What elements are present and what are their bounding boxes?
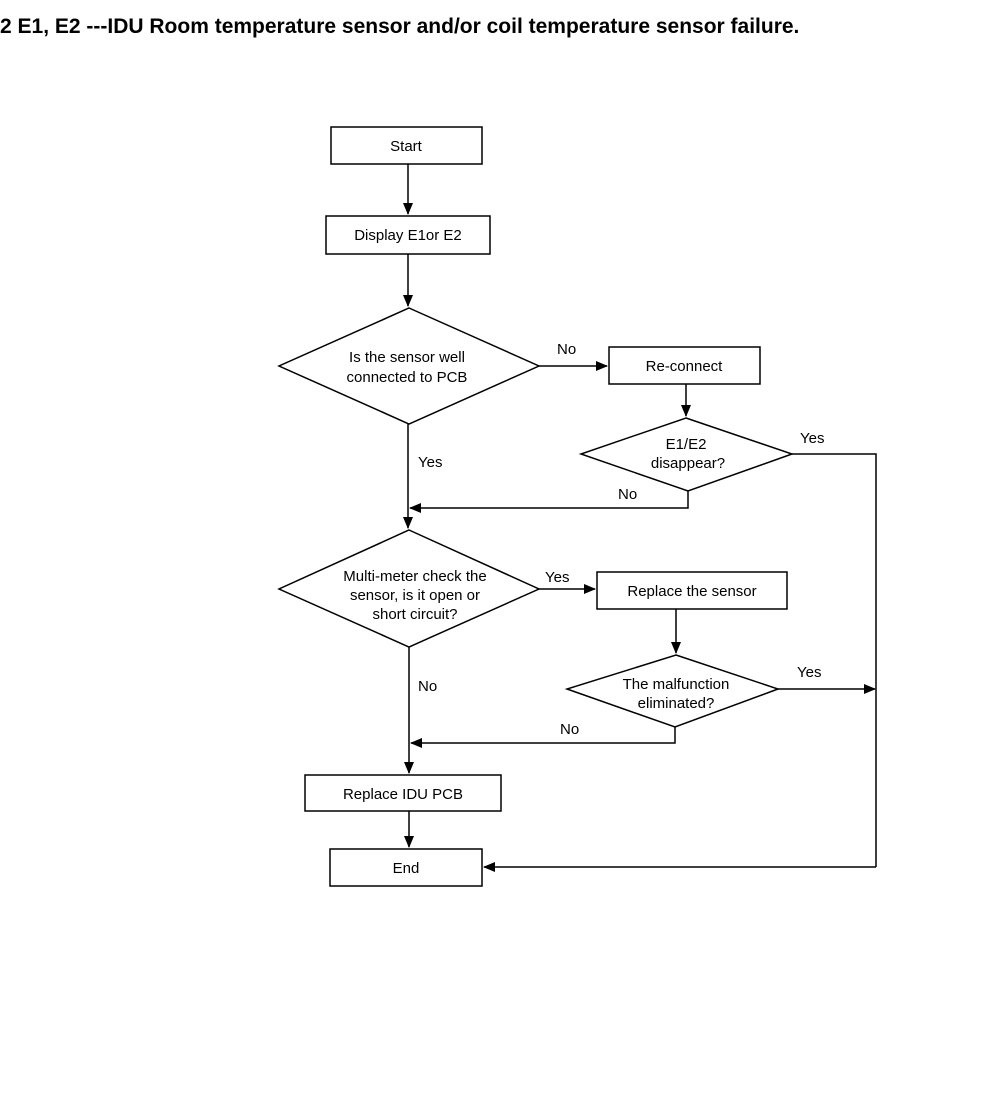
decision-malfunction-line1: The malfunction (623, 676, 730, 693)
label-no-eliminated: No (560, 721, 579, 738)
node-start: Start (330, 126, 483, 165)
label-no-disappear: No (618, 486, 637, 503)
decision-sensor-connected-line2: connected to PCB (347, 369, 468, 386)
node-display-label: Display E1or E2 (354, 227, 462, 244)
node-replace-sensor-label: Replace the sensor (627, 583, 756, 600)
label-yes-connected: Yes (418, 454, 442, 471)
label-yes-disappear: Yes (800, 430, 824, 447)
decision-multimeter-check: Multi-meter check the sensor, is it open… (277, 529, 541, 648)
decision-multimeter-line2: sensor, is it open or (350, 587, 480, 604)
decision-error-disappear-line1: E1/E2 (666, 436, 707, 453)
decision-multimeter-line3: short circuit? (372, 606, 457, 623)
arrow-disappear-no (409, 491, 689, 513)
label-yes-multimeter: Yes (545, 569, 569, 586)
line-yes-right (792, 453, 877, 867)
node-replace-sensor: Replace the sensor (596, 571, 788, 610)
decision-sensor-connected-line1: Is the sensor well (349, 349, 465, 366)
arrow-eliminated-no (410, 727, 676, 748)
decision-error-disappear-line2: disappear? (651, 455, 725, 472)
node-replace-pcb-label: Replace IDU PCB (343, 786, 463, 803)
decision-multimeter-line1: Multi-meter check the (343, 568, 486, 585)
label-no-multimeter: No (418, 678, 437, 695)
node-end-label: End (393, 860, 420, 877)
node-reconnect-label: Re-connect (646, 358, 724, 375)
label-yes-eliminated: Yes (797, 664, 821, 681)
label-no-connected: No (557, 341, 576, 358)
node-end: End (329, 848, 483, 887)
node-reconnect: Re-connect (608, 346, 761, 385)
node-start-label: Start (390, 138, 423, 155)
decision-malfunction-eliminated: The malfunction eliminated? (564, 654, 781, 728)
page-heading: 2 E1, E2 ---IDU Room temperature sensor … (0, 15, 800, 38)
decision-error-disappear: E1/E2 disappear? (578, 417, 795, 492)
connectors (403, 164, 877, 872)
decision-sensor-connected: Is the sensor well connected to PCB (277, 307, 541, 425)
node-display: Display E1or E2 (325, 215, 491, 255)
branch-labels: No Yes Yes No Yes No Yes No (418, 341, 824, 738)
decision-malfunction-line2: eliminated? (638, 695, 715, 712)
node-replace-pcb: Replace IDU PCB (304, 774, 502, 812)
